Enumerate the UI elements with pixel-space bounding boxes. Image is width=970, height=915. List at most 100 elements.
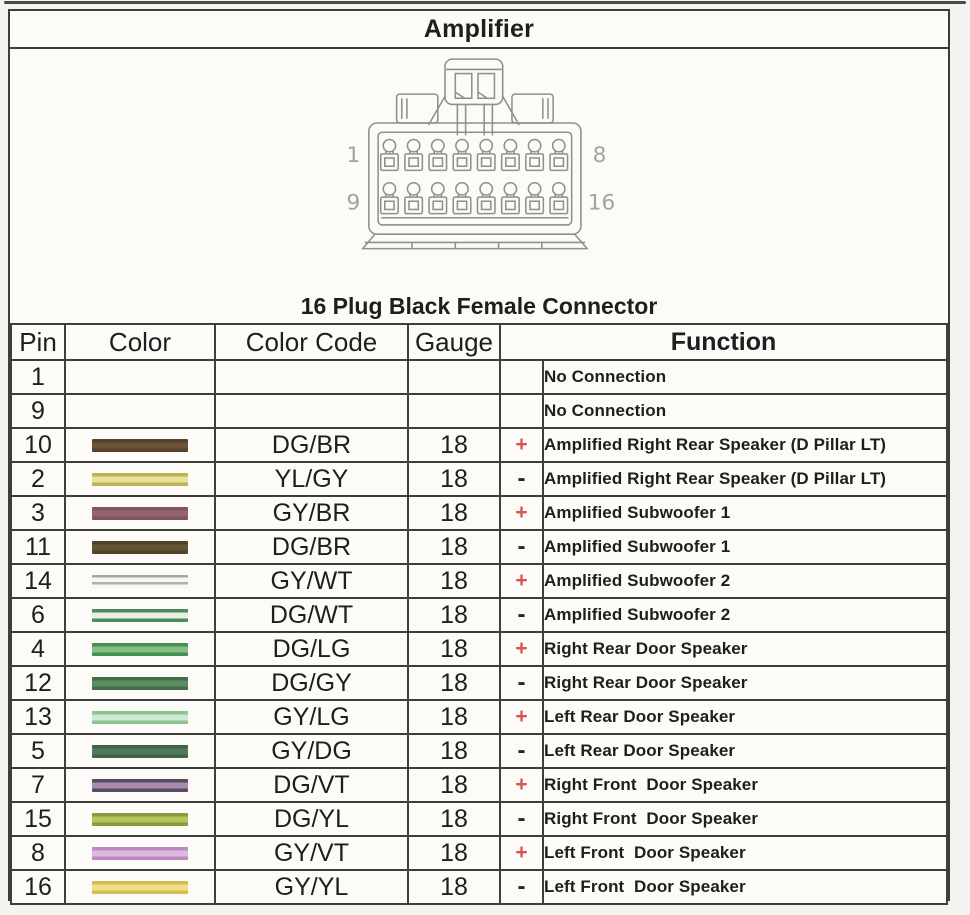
polarity-cell: - <box>499 597 544 633</box>
wire-color-swatch <box>92 642 188 656</box>
polarity-cell: + <box>499 563 544 599</box>
wire-color-cell <box>64 359 216 395</box>
terminal-cavity <box>379 181 399 215</box>
wire-color-cell <box>64 733 216 769</box>
wire-color-swatch <box>92 472 188 486</box>
connector-caption: 16 Plug Black Female Connector <box>300 293 658 319</box>
wire-color-swatch <box>92 846 188 860</box>
color-code-cell: DG/LG <box>214 631 409 667</box>
color-code-cell: GY/LG <box>214 699 409 735</box>
function-cell: Amplified Subwoofer 1 <box>542 529 948 565</box>
polarity-cell: - <box>499 665 544 701</box>
pin-label-9: 9 <box>347 190 361 215</box>
gauge-cell: 18 <box>407 461 501 497</box>
gauge-cell: 18 <box>407 801 501 837</box>
wire-color-cell <box>64 529 216 565</box>
function-cell: Right Rear Door Speaker <box>542 665 948 701</box>
polarity-cell: + <box>499 631 544 667</box>
header-pin: Pin <box>10 323 66 361</box>
pin-cell: 5 <box>10 733 66 769</box>
color-code-cell: YL/GY <box>214 461 409 497</box>
gauge-cell: 18 <box>407 597 501 633</box>
polarity-cell: + <box>499 427 544 463</box>
terminal-cavity <box>500 138 520 172</box>
wire-row: 1 No Connection <box>10 359 948 395</box>
polarity-cell: - <box>499 869 544 905</box>
polarity-cell: - <box>499 461 544 497</box>
function-cell: Amplified Right Rear Speaker (D Pillar L… <box>542 427 948 463</box>
pin-cell: 1 <box>10 359 66 395</box>
polarity-cell <box>499 359 544 395</box>
function-cell: No Connection <box>542 393 948 429</box>
pin-number-labels: 1 8 9 16 <box>347 143 616 215</box>
color-code-cell <box>214 359 409 395</box>
polarity-cell: + <box>499 495 544 531</box>
right-shoulder-ridge <box>511 93 554 124</box>
pin-label-16: 16 <box>588 190 615 215</box>
pin-terminals <box>379 138 569 215</box>
header-row: Pin Color Color Code Gauge Function <box>10 323 948 361</box>
gauge-cell: 18 <box>407 631 501 667</box>
gauge-cell: 18 <box>407 563 501 599</box>
function-cell: Right Front Door Speaker <box>542 801 948 837</box>
wire-color-cell <box>64 563 216 599</box>
connector-figure: 1 8 9 16 16 Plug Black Female Connector <box>10 55 948 323</box>
wire-color-cell <box>64 495 216 531</box>
wire-color-swatch <box>92 608 188 622</box>
wire-color-swatch <box>92 438 188 452</box>
connector-outline <box>360 58 589 250</box>
base-flange <box>360 233 589 250</box>
color-code-cell: GY/VT <box>214 835 409 871</box>
function-cell: Left Rear Door Speaker <box>542 699 948 735</box>
terminal-cavity <box>549 181 569 215</box>
wire-color-cell <box>64 631 216 667</box>
pin-cell: 16 <box>10 869 66 905</box>
color-code-cell: DG/BR <box>214 427 409 463</box>
gauge-cell: 18 <box>407 665 501 701</box>
pin-cell: 14 <box>10 563 66 599</box>
pin-cell: 3 <box>10 495 66 531</box>
gauge-cell: 18 <box>407 733 501 769</box>
gauge-cell <box>407 359 501 395</box>
header-color: Color <box>64 323 216 361</box>
color-code-cell: DG/WT <box>214 597 409 633</box>
wire-color-swatch <box>92 880 188 894</box>
color-code-cell <box>214 393 409 429</box>
terminal-cavity <box>525 138 545 172</box>
pin-cell: 12 <box>10 665 66 701</box>
pin-cell: 11 <box>10 529 66 565</box>
function-cell: Amplified Right Rear Speaker (D Pillar L… <box>542 461 948 497</box>
function-cell: Left Rear Door Speaker <box>542 733 948 769</box>
pin-cell: 2 <box>10 461 66 497</box>
wire-color-swatch <box>92 710 188 724</box>
function-cell: No Connection <box>542 359 948 395</box>
polarity-cell: + <box>499 835 544 871</box>
pin-cell: 4 <box>10 631 66 667</box>
pin-label-8: 8 <box>593 143 607 168</box>
terminal-cavity <box>549 138 569 172</box>
gauge-cell: 18 <box>407 869 501 905</box>
gauge-cell: 18 <box>407 767 501 803</box>
pin-cell: 10 <box>10 427 66 463</box>
latch-tab <box>427 58 520 136</box>
pin-cell: 7 <box>10 767 66 803</box>
terminal-cavity <box>476 138 496 172</box>
function-cell: Amplified Subwoofer 2 <box>542 597 948 633</box>
color-code-cell: GY/DG <box>214 733 409 769</box>
terminal-cavity <box>525 181 545 215</box>
function-cell: Left Front Door Speaker <box>542 869 948 905</box>
page-title: Amplifier <box>10 11 948 49</box>
gauge-cell: 18 <box>407 835 501 871</box>
pin-label-1: 1 <box>347 143 361 168</box>
wire-color-cell <box>64 767 216 803</box>
